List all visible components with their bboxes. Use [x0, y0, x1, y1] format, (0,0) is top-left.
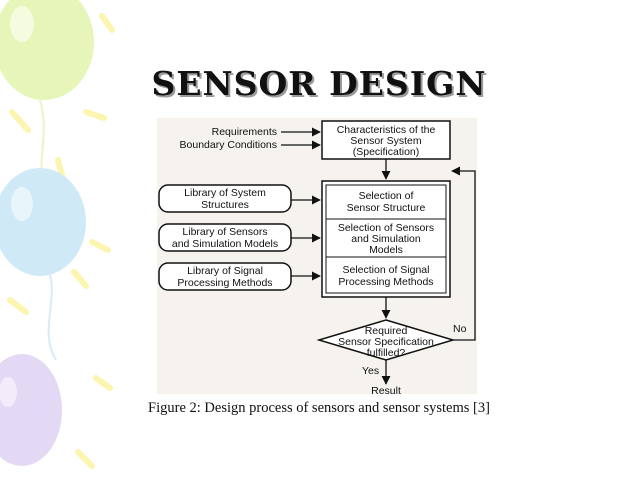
specification-box-line: (Specification): [353, 146, 420, 158]
balloon-highlight: [11, 187, 33, 221]
library-label-line: Processing Methods: [177, 277, 272, 289]
library-label-line: Structures: [201, 199, 249, 211]
boundary-conditions-label: Boundary Conditions: [180, 139, 277, 151]
library-system-structures: [158, 184, 292, 213]
figure-panel: Requirements Boundary Conditions Charact…: [157, 118, 477, 397]
decision-line: Sensor Specification: [338, 336, 434, 348]
balloon-string: [47, 267, 57, 361]
slide-title: SENSOR DESIGN: [151, 64, 487, 103]
specification-box-line: Characteristics of the: [337, 124, 436, 136]
selection-stack-inner: [325, 184, 447, 294]
balloon-highlight: [0, 377, 17, 407]
selection-step-line: Selection of Sensors: [338, 222, 434, 234]
selection-step-line: Sensor Structure: [347, 202, 426, 214]
selection-step-line: and Simulation: [351, 233, 421, 245]
specification-box: [321, 120, 451, 160]
selection-step-line: Selection of Signal: [343, 264, 430, 276]
blue-balloon: [0, 168, 86, 276]
figure-caption: Figure 2: Design process of sensors and …: [148, 400, 490, 416]
selection-stack: [321, 180, 451, 298]
selection-step-line: Processing Methods: [338, 276, 433, 288]
library-label-line: Library of Signal: [187, 265, 263, 277]
decision-line: fulfilled?: [367, 347, 406, 359]
result-label: Result: [371, 385, 401, 397]
library-label-line: and Simulation Models: [172, 238, 278, 250]
balloon-highlight: [10, 6, 34, 42]
decision-line: Required: [365, 325, 408, 337]
selection-step-line: Models: [369, 244, 403, 256]
streamer-decoration: [7, 13, 115, 469]
purple-balloon: [0, 354, 62, 466]
specification-box-line: Sensor System: [350, 135, 421, 147]
library-label-line: Library of System: [184, 187, 266, 199]
flowchart: Requirements Boundary Conditions Charact…: [158, 120, 476, 397]
no-feedback-arrow: [451, 166, 476, 341]
library-label-line: Library of Sensors: [182, 226, 267, 238]
requirements-label: Requirements: [212, 126, 277, 138]
no-label: No: [453, 323, 467, 335]
yes-label: Yes: [362, 365, 379, 377]
selection-step-line: Selection of: [359, 190, 414, 202]
